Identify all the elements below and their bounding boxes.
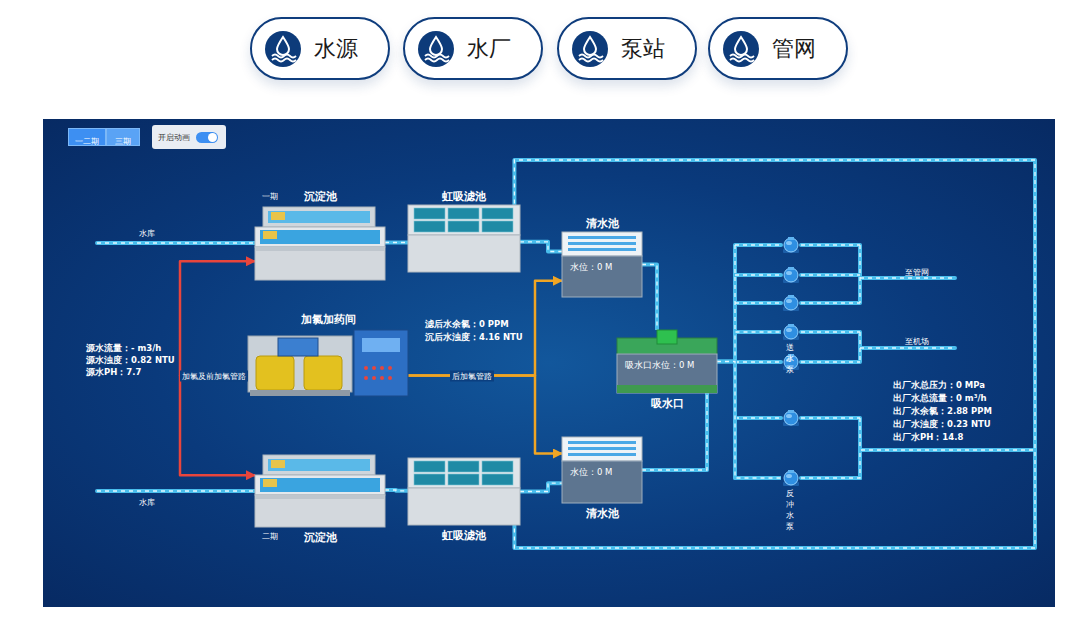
node-title: 水厂 — [467, 34, 511, 64]
reading-text: 出厂水浊度：0.23 NTU — [893, 419, 991, 431]
node-title: 虹吸滤池 — [442, 528, 486, 543]
reading-text: 源水流量：- m3/h — [86, 343, 161, 355]
edge-label: 后加氯管路 — [450, 370, 494, 381]
dosing-line — [408, 281, 562, 376]
phase-button: 三期 — [106, 128, 140, 146]
reading-text: 出厂水余氯：2.88 PPM — [893, 406, 992, 418]
sedimentation-tank: 沉淀池 — [255, 453, 385, 527]
phase-button: 一二期 — [68, 128, 106, 146]
water-pipe — [642, 393, 707, 470]
pipe-label: 至管网 — [905, 267, 929, 278]
water-pipe — [514, 160, 1035, 478]
pipe-label: 二期 — [262, 531, 278, 542]
node-title: 吸水口水位：0 M — [625, 360, 694, 372]
edge-label: 加氯及前加氯管路 — [180, 370, 248, 381]
reading-text: 出厂水PH：14.8 — [893, 432, 963, 444]
node-title: 反冲水泵 — [786, 488, 796, 532]
water-icon — [722, 30, 760, 68]
pipe-flow — [97, 243, 955, 491]
water-pipe — [520, 242, 562, 252]
node-title: 开启动画 — [158, 132, 190, 143]
switch-knob — [196, 132, 218, 143]
node-title: 三期 — [115, 137, 131, 146]
pump-art — [781, 470, 801, 486]
sedimentation-tank-art — [255, 453, 385, 527]
node-text: 水位：0 M — [570, 262, 612, 274]
siphon-filter-art — [408, 205, 520, 272]
pump: 送水泵 — [781, 324, 801, 340]
siphon-filter-art — [408, 458, 520, 525]
node-title: 泵站 — [621, 34, 665, 64]
node-title: 沉淀池 — [304, 530, 337, 545]
sedimentation-tank-art — [255, 205, 385, 280]
intake-well: 吸水口水位：0 M吸水口 — [617, 330, 717, 393]
reading-text: 出厂水总流量：0 m³/h — [893, 393, 987, 405]
sedimentation-tank: 沉淀池 — [255, 205, 385, 280]
water-pipe — [642, 265, 657, 331]
nav-tab: 水源 — [250, 17, 390, 80]
pump-icons — [783, 237, 799, 426]
water-pipe — [385, 242, 408, 243]
node-text: 水位：0 M — [570, 467, 612, 479]
clear-water-tank: 清水池水位：0 M — [562, 437, 642, 503]
node-title: 加氯加药间 — [301, 312, 356, 327]
dosing-line — [408, 376, 562, 454]
water-icon — [571, 30, 609, 68]
nav-tab: 泵站 — [557, 17, 697, 80]
siphon-filter: 虹吸滤池 — [408, 458, 520, 525]
clear-water-tank: 清水池水位：0 M — [562, 232, 642, 297]
pipe-label: 水库 — [139, 228, 155, 239]
pump: 反冲水泵 — [781, 470, 801, 486]
pipe-base — [97, 243, 955, 491]
reading-text: 源水PH：7.7 — [86, 367, 141, 379]
nav-tab: 管网 — [708, 17, 848, 80]
node-title: 管网 — [772, 34, 816, 64]
node-title: 水源 — [314, 34, 358, 64]
dosing-line — [180, 261, 255, 375]
node-text: 吸水口 — [651, 396, 684, 411]
dosing-room-art — [248, 328, 408, 398]
switch-dot — [208, 133, 217, 142]
water-pipe — [520, 483, 562, 491]
water-icon — [264, 30, 302, 68]
water-pipe — [717, 362, 781, 479]
water-icon — [417, 30, 455, 68]
reading-text: 出厂水总压力：0 MPa — [893, 380, 985, 392]
node-title: 一二期 — [75, 137, 99, 146]
water-pipe — [717, 332, 781, 362]
reading-text: 滤后水余氯：0 PPM — [425, 319, 509, 331]
water-pipe — [385, 490, 408, 492]
node-title: 虹吸滤池 — [442, 189, 486, 204]
pipe-label: 至机场 — [905, 336, 929, 347]
dosing-room: 加氯加药间 — [248, 328, 408, 398]
scada-panel — [43, 119, 1055, 607]
pipe-label: 水库 — [139, 497, 155, 508]
water-pipe — [514, 450, 1035, 548]
reading-text: 沉后水浊度：4.16 NTU — [425, 332, 523, 344]
reading-text: 源水浊度：0.82 NTU — [86, 355, 175, 367]
pipe-label: 一期 — [262, 191, 278, 202]
node-title: 送水泵 — [786, 342, 796, 375]
node-title: 沉淀池 — [304, 189, 337, 204]
pump-art — [781, 324, 801, 340]
node-title: 清水池 — [586, 506, 619, 521]
nav-tab: 水厂 — [403, 17, 543, 80]
dosing-line — [180, 376, 255, 476]
siphon-filter: 虹吸滤池 — [408, 205, 520, 272]
animation-switch: 开启动画 — [152, 125, 226, 149]
node-title: 清水池 — [586, 216, 619, 231]
